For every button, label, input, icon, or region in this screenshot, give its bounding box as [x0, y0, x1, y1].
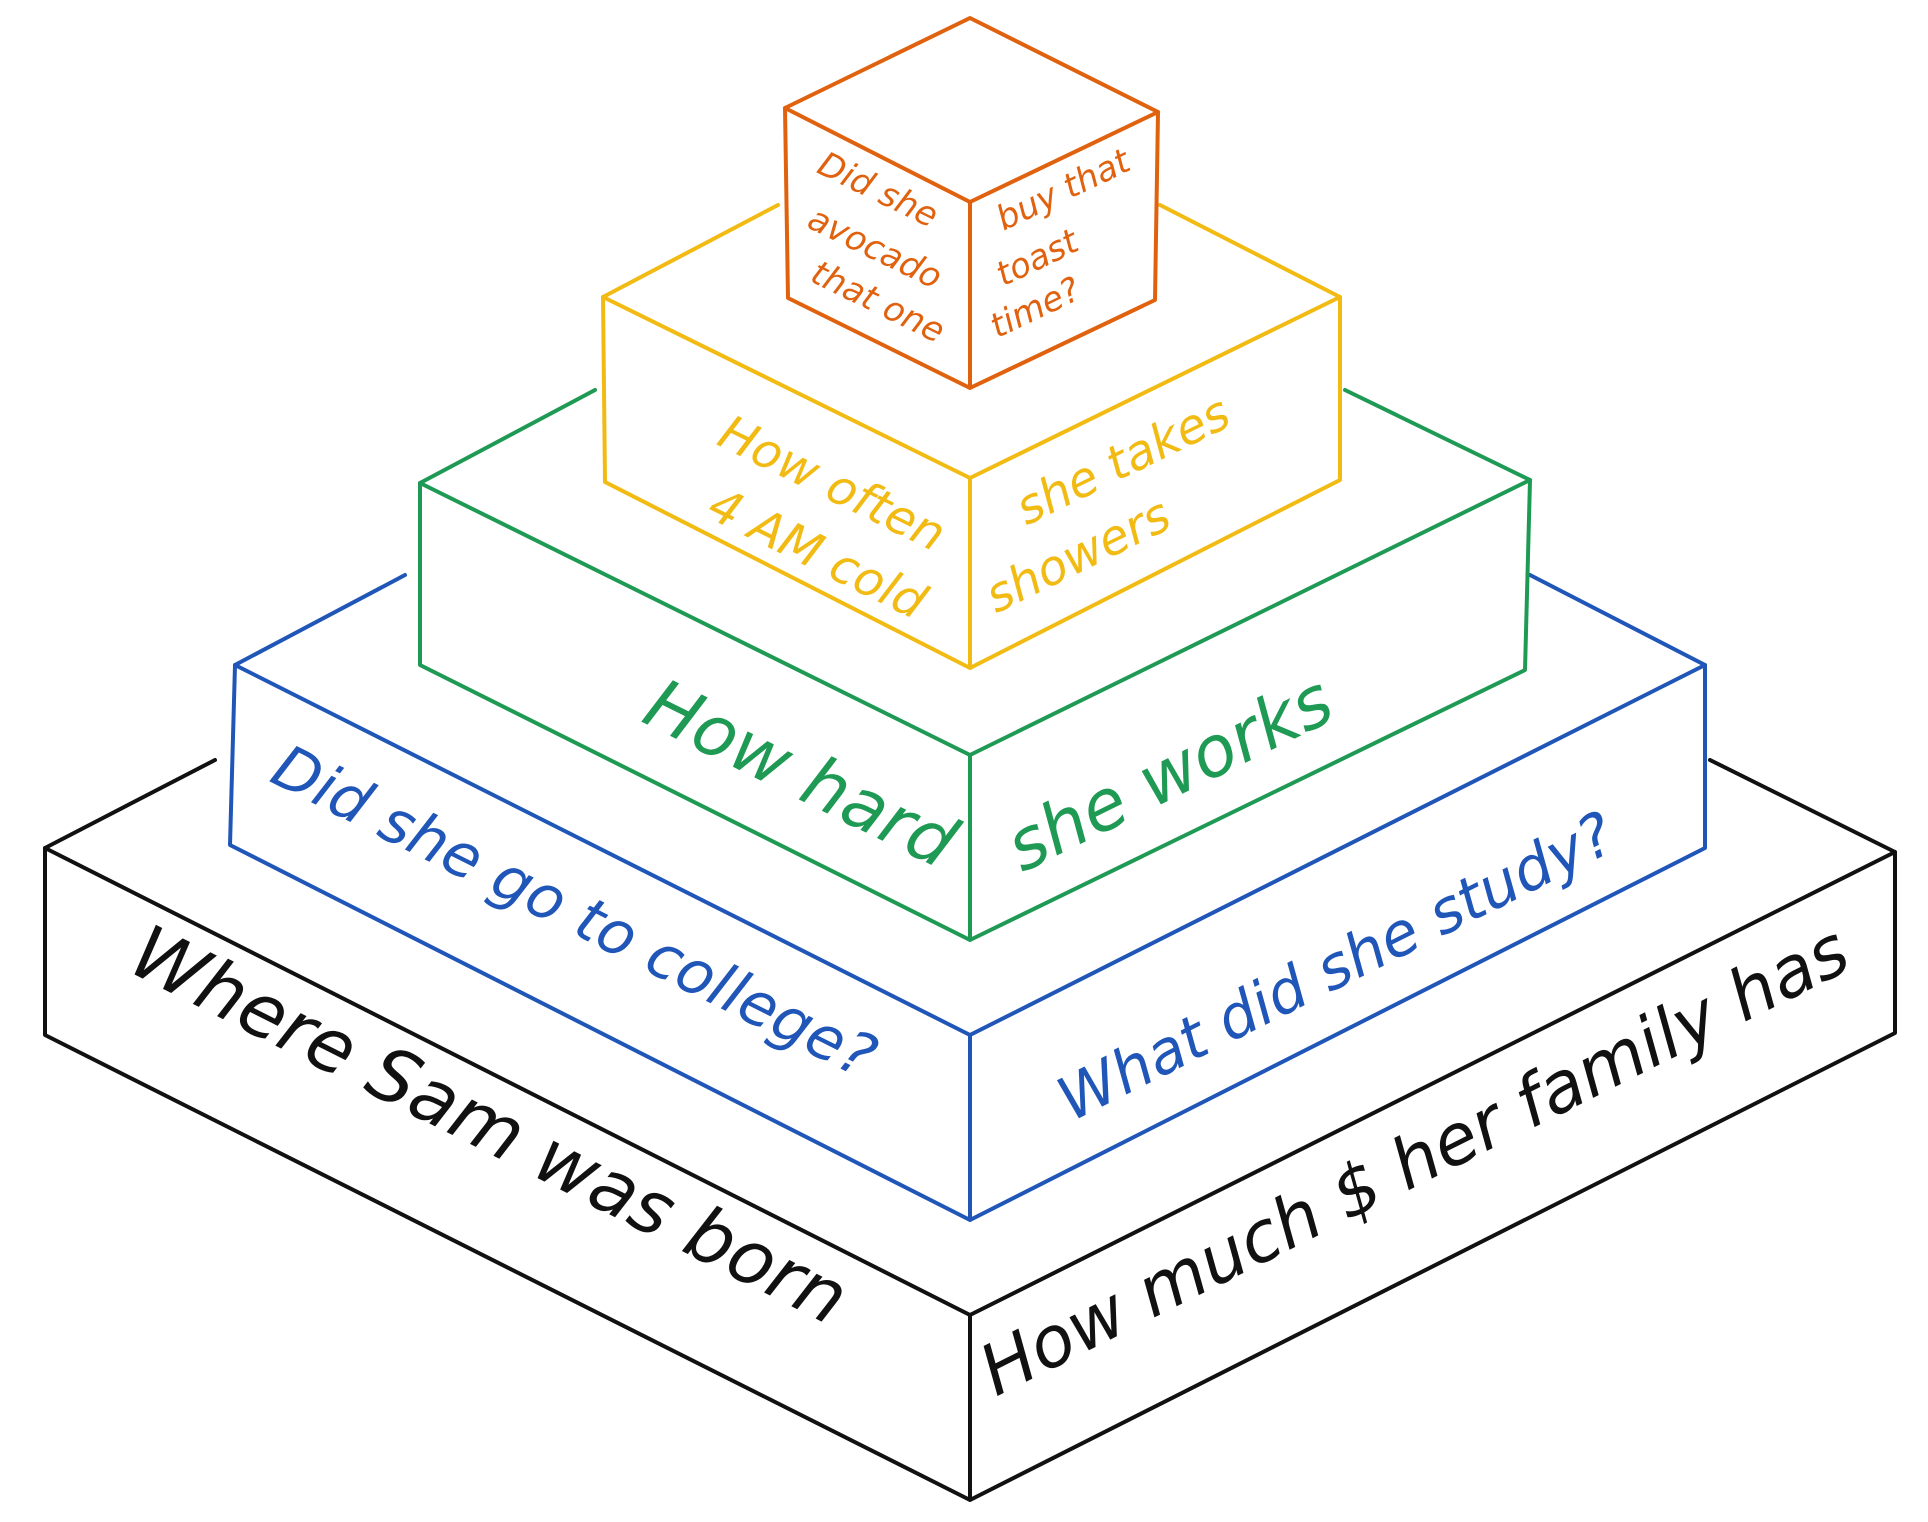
- tier-1-edges: [43, 758, 1897, 1502]
- tier-3-left-label: How hard: [632, 662, 970, 884]
- tier-4-edges: [601, 203, 1342, 670]
- tier-3-right-label: she works: [993, 659, 1345, 888]
- tier-1-right-label: How much $ her family has: [967, 909, 1862, 1412]
- tier-2-edges: [228, 573, 1707, 1222]
- tier-3-edges: [418, 388, 1532, 942]
- tier-5: Did she avocado that one buy that toast …: [783, 16, 1160, 390]
- tier-5-edges: [783, 16, 1160, 390]
